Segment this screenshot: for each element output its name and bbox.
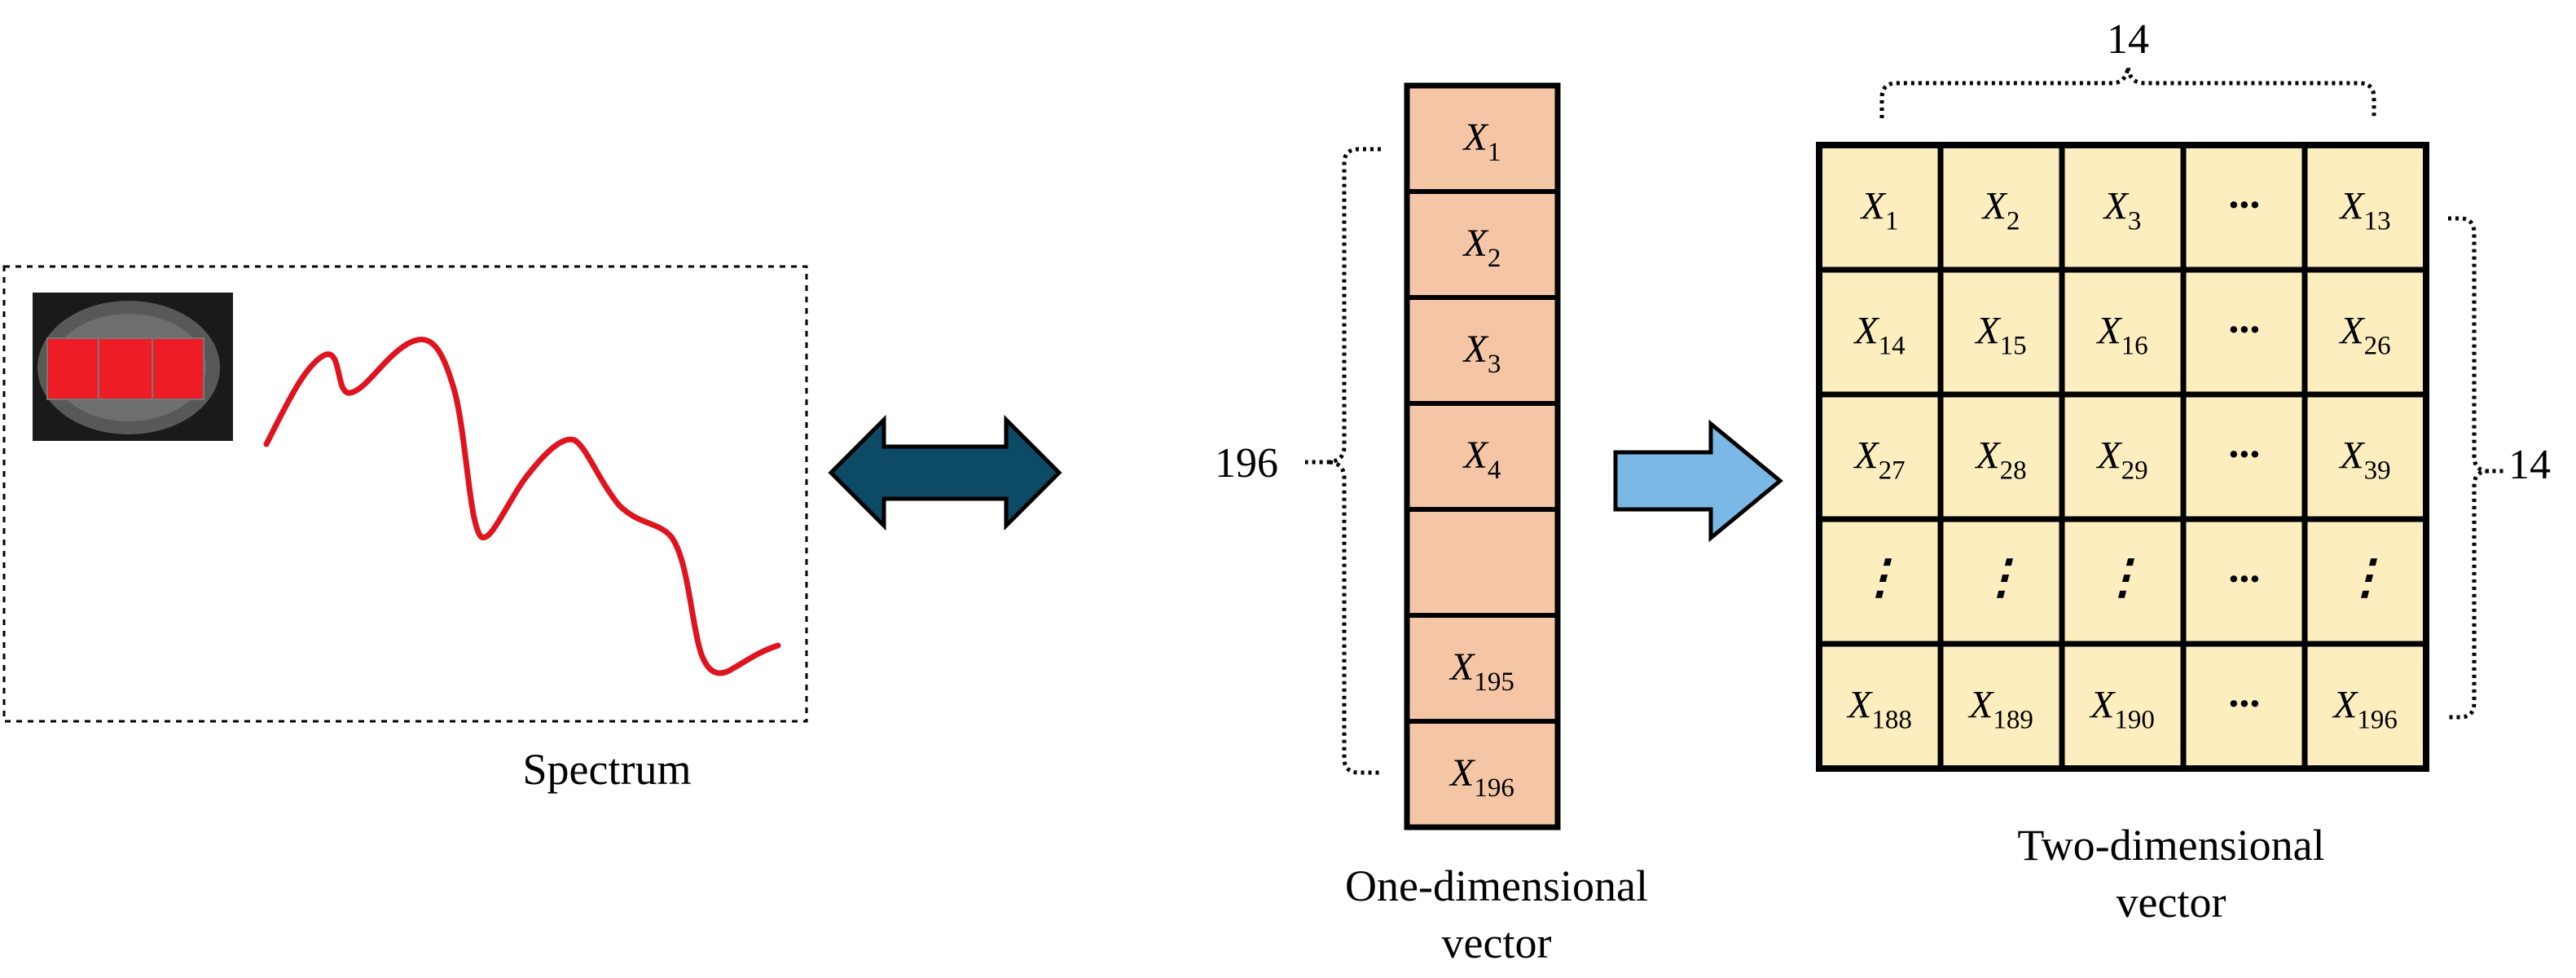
matrix-cell: X14 — [1853, 310, 1905, 361]
matrix-cell: X13 — [2338, 185, 2390, 236]
sample-image — [33, 293, 233, 441]
matrix-cell: ··· — [2228, 307, 2260, 354]
matrix-cell: ··· — [2228, 432, 2260, 478]
matrix-cell: ··· — [2228, 557, 2260, 603]
sample-patch — [98, 337, 153, 400]
columns-brace — [1879, 66, 2376, 118]
matrix-cell: X190 — [2089, 684, 2155, 735]
matrix-cell: ⋮ — [2342, 551, 2389, 604]
matrix-cell: X29 — [2095, 434, 2147, 486]
matrix-cell: X15 — [1974, 310, 2026, 361]
columns-count-label: 14 — [2107, 16, 2149, 63]
matrix-cell: X196 — [2332, 684, 2398, 735]
rows-brace — [2448, 216, 2505, 720]
matrix-cell: X3 — [2103, 185, 2142, 236]
matrix-cell: ⋮ — [1978, 551, 2025, 604]
matrix-cell: ··· — [2228, 681, 2260, 728]
matrix-cell: X1 — [1860, 185, 1899, 236]
matrix-cell: X27 — [1853, 434, 1905, 486]
vector-length-brace — [1305, 147, 1381, 775]
right-arrow-icon — [1613, 419, 1783, 543]
vector-cell: X3 — [1462, 328, 1501, 379]
vector-cell: X196 — [1448, 751, 1514, 803]
two-dimensional-label-line2: vector — [2117, 878, 2227, 927]
matrix-cell: ··· — [2228, 183, 2260, 229]
vector-length-label: 196 — [1215, 440, 1278, 487]
matrix-cell: X189 — [1967, 684, 2033, 735]
matrix-cell: X188 — [1846, 684, 1912, 735]
matrix-cell: X39 — [2338, 434, 2390, 486]
matrix-background — [1819, 145, 2426, 769]
vector-cell: X4 — [1462, 434, 1501, 485]
vector-cell: X2 — [1462, 222, 1501, 273]
matrix-cell: X16 — [2095, 310, 2147, 361]
matrix-cell: X2 — [1981, 185, 2020, 236]
sample-patch — [152, 337, 204, 400]
spectrum-frame — [2, 265, 808, 723]
double-arrow-icon — [828, 414, 1062, 531]
vector-cell: X1 — [1462, 116, 1501, 167]
one-dimensional-label: One-dimensional — [1345, 861, 1648, 910]
matrix-cell: ⋮ — [2099, 551, 2147, 604]
one-dimensional-label-line2: vector — [1442, 919, 1552, 967]
spectrum-panel: Spectrum — [2, 265, 808, 794]
matrix-frame — [1816, 142, 2429, 772]
sample-patch — [46, 337, 99, 400]
spectrum-label: Spectrum — [523, 745, 692, 794]
vector-cell: X195 — [1448, 645, 1514, 697]
two-dimensional-label: Two-dimensional — [2017, 821, 2324, 870]
matrix-cell: X28 — [1974, 434, 2026, 486]
vector-frame — [1404, 82, 1561, 830]
matrix-cell: ⋮ — [1857, 551, 1904, 604]
rows-count-label: 14 — [2508, 442, 2551, 488]
spectrum-curve — [263, 337, 781, 676]
matrix-cell: X26 — [2338, 310, 2390, 361]
